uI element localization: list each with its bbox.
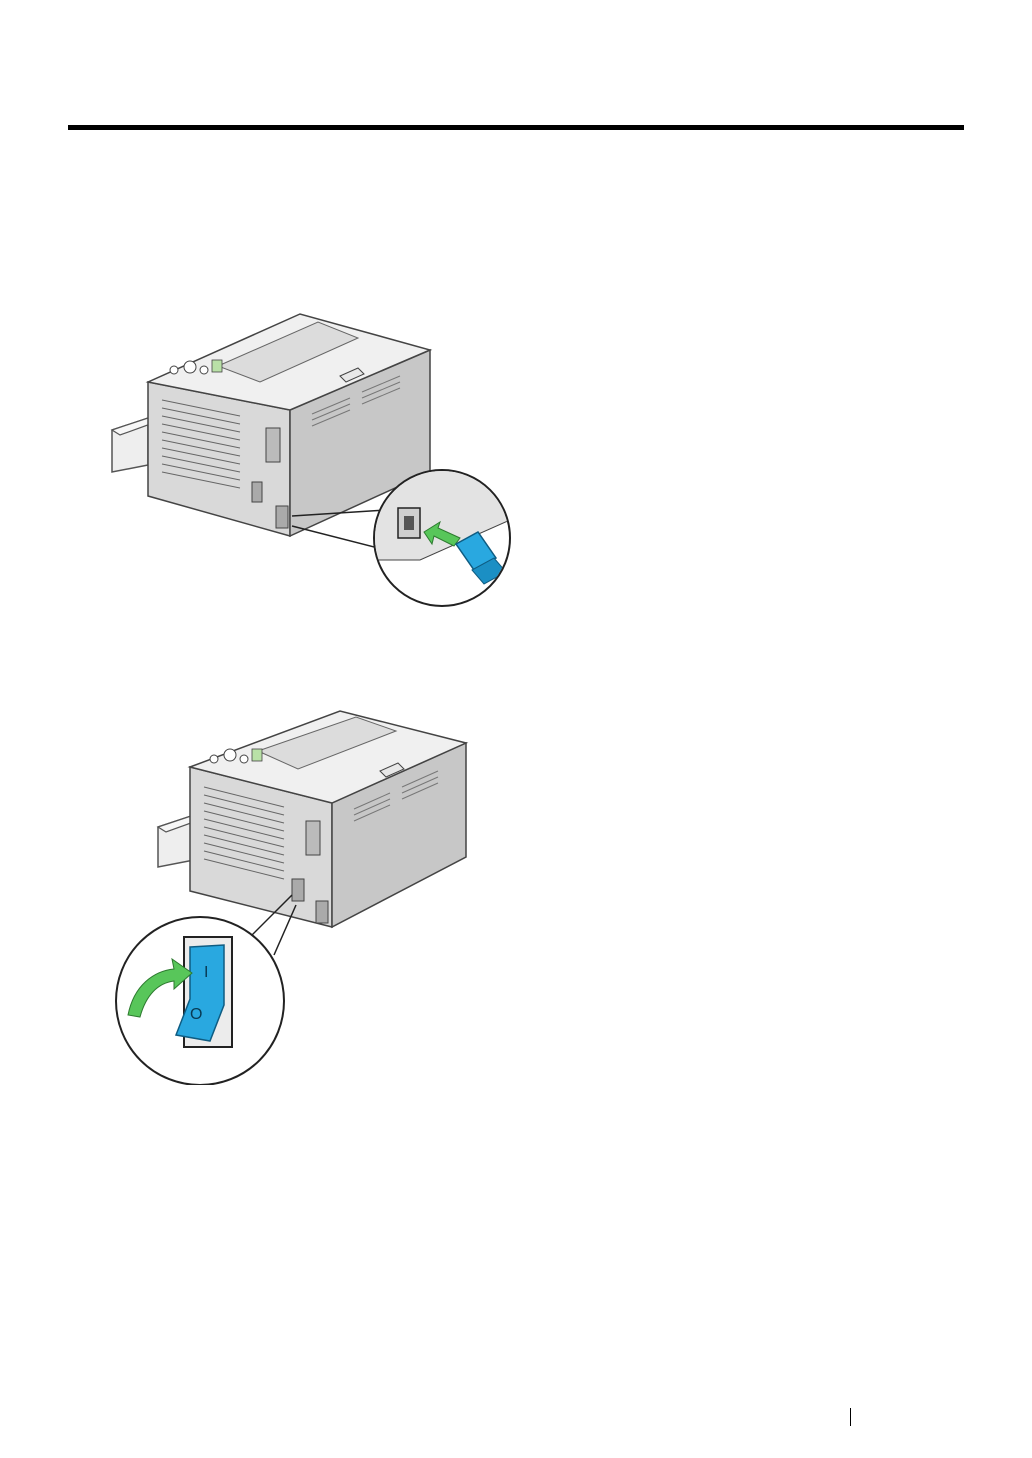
figure-power-cord — [100, 300, 520, 620]
switch-on-label: I — [204, 964, 208, 981]
figure-power-switch: I O — [100, 705, 480, 1085]
printer-rear-power-cord-icon — [100, 300, 520, 620]
switch-off-label: O — [190, 1006, 202, 1023]
footer-divider — [850, 1408, 851, 1426]
printer-rear-power-switch-icon: I O — [100, 705, 480, 1085]
header-rule — [68, 125, 964, 130]
